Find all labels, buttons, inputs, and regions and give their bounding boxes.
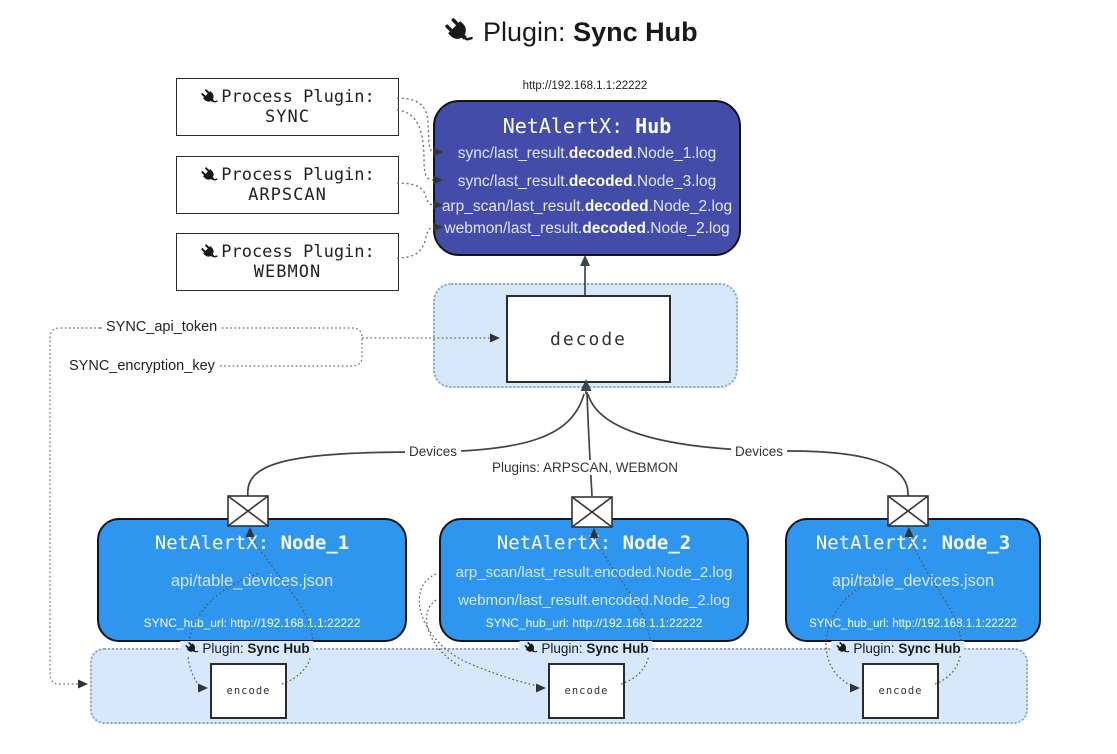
devices-right-label: Devices bbox=[731, 444, 788, 459]
hub-log-line: sync/last_result.decoded.Node_1.log bbox=[457, 145, 717, 162]
key-to-band-arrowhead bbox=[78, 679, 88, 689]
process-plugin-webmon: Process Plugin: WEBMON bbox=[176, 233, 399, 291]
plug-icon bbox=[200, 88, 219, 107]
plugins-center-label: Plugins: ARPSCAN, WEBMON bbox=[487, 460, 683, 475]
devices-left-label: Devices bbox=[405, 444, 462, 459]
process-plugin-sync: Process Plugin: SYNC bbox=[176, 78, 399, 136]
process-plugin-name: WEBMON bbox=[253, 262, 322, 282]
decode-to-hub-arrowhead bbox=[580, 255, 590, 266]
process-to-hub-connectors bbox=[396, 97, 435, 259]
hub-log-line: webmon/last_result.decoded.Node_2.log bbox=[444, 220, 730, 237]
page-title-text: Plugin: Sync Hub bbox=[483, 16, 698, 47]
page-title: Plugin: Sync Hub bbox=[443, 16, 698, 48]
hub-log-line: arp_scan/last_result.decoded.Node_2.log bbox=[441, 198, 733, 215]
process-plugin-name: SYNC bbox=[265, 107, 310, 127]
process-plugin-label: Process Plugin: bbox=[221, 165, 375, 185]
encode-box-2: encode bbox=[548, 663, 625, 719]
plug-icon bbox=[200, 166, 219, 185]
hub-log-line: sync/last_result.decoded.Node_3.log bbox=[457, 173, 717, 190]
device-edges bbox=[247, 391, 909, 497]
node-title: NetAlertX: Node_1 bbox=[154, 532, 350, 554]
node-file: webmon/last_result.encoded.Node_2.log bbox=[458, 592, 730, 609]
decode-box: decode bbox=[506, 295, 671, 383]
node-file: arp_scan/last_result.encoded.Node_2.log bbox=[455, 564, 733, 581]
process-plugin-arpscan: Process Plugin: ARPSCAN bbox=[176, 156, 399, 214]
encode-box-1: encode bbox=[210, 663, 287, 719]
node-2-box: NetAlertX: Node_2 arp_scan/last_result.e… bbox=[439, 518, 749, 642]
process-plugin-label: Process Plugin: bbox=[221, 242, 375, 262]
sync-encryption-key-label: SYNC_encryption_key bbox=[66, 358, 218, 374]
node-hub-url: SYNC_hub_url: http://192.168.1.1:22222 bbox=[143, 616, 361, 630]
node-1-box: NetAlertX: Node_1 api/table_devices.json… bbox=[97, 518, 407, 642]
plug-icon bbox=[835, 641, 850, 656]
band-plugin-label-1: Plugin: Sync Hub bbox=[180, 641, 314, 656]
node-file: api/table_devices.json bbox=[170, 572, 334, 590]
hub-box: NetAlertX: Hub sync/last_result.decoded.… bbox=[433, 100, 741, 256]
node-file: api/table_devices.json bbox=[831, 572, 995, 590]
node-3-box: NetAlertX: Node_3 api/table_devices.json… bbox=[785, 518, 1041, 642]
plug-icon bbox=[523, 641, 538, 656]
band-plugin-label-3: Plugin: Sync Hub bbox=[831, 641, 965, 656]
node-title: NetAlertX: Node_2 bbox=[496, 532, 692, 554]
sync-api-token-label: SYNC_api_token bbox=[103, 319, 221, 335]
encode-box-3: encode bbox=[862, 663, 939, 719]
hub-url-label: http://192.168.1.1:22222 bbox=[522, 80, 648, 92]
plug-icon bbox=[184, 641, 199, 656]
process-plugin-name: ARPSCAN bbox=[248, 185, 327, 205]
node-hub-url: SYNC_hub_url: http://192.168.1.1:22222 bbox=[485, 616, 703, 630]
band-plugin-label-2: Plugin: Sync Hub bbox=[519, 641, 653, 656]
plug-icon bbox=[200, 243, 219, 262]
hub-title: NetAlertX: Hub bbox=[502, 114, 672, 138]
plug-icon bbox=[443, 16, 475, 48]
node-title: NetAlertX: Node_3 bbox=[815, 532, 1011, 554]
node-hub-url: SYNC_hub_url: http://192.168.1.1:22222 bbox=[809, 618, 1017, 630]
process-plugin-label: Process Plugin: bbox=[221, 87, 375, 107]
